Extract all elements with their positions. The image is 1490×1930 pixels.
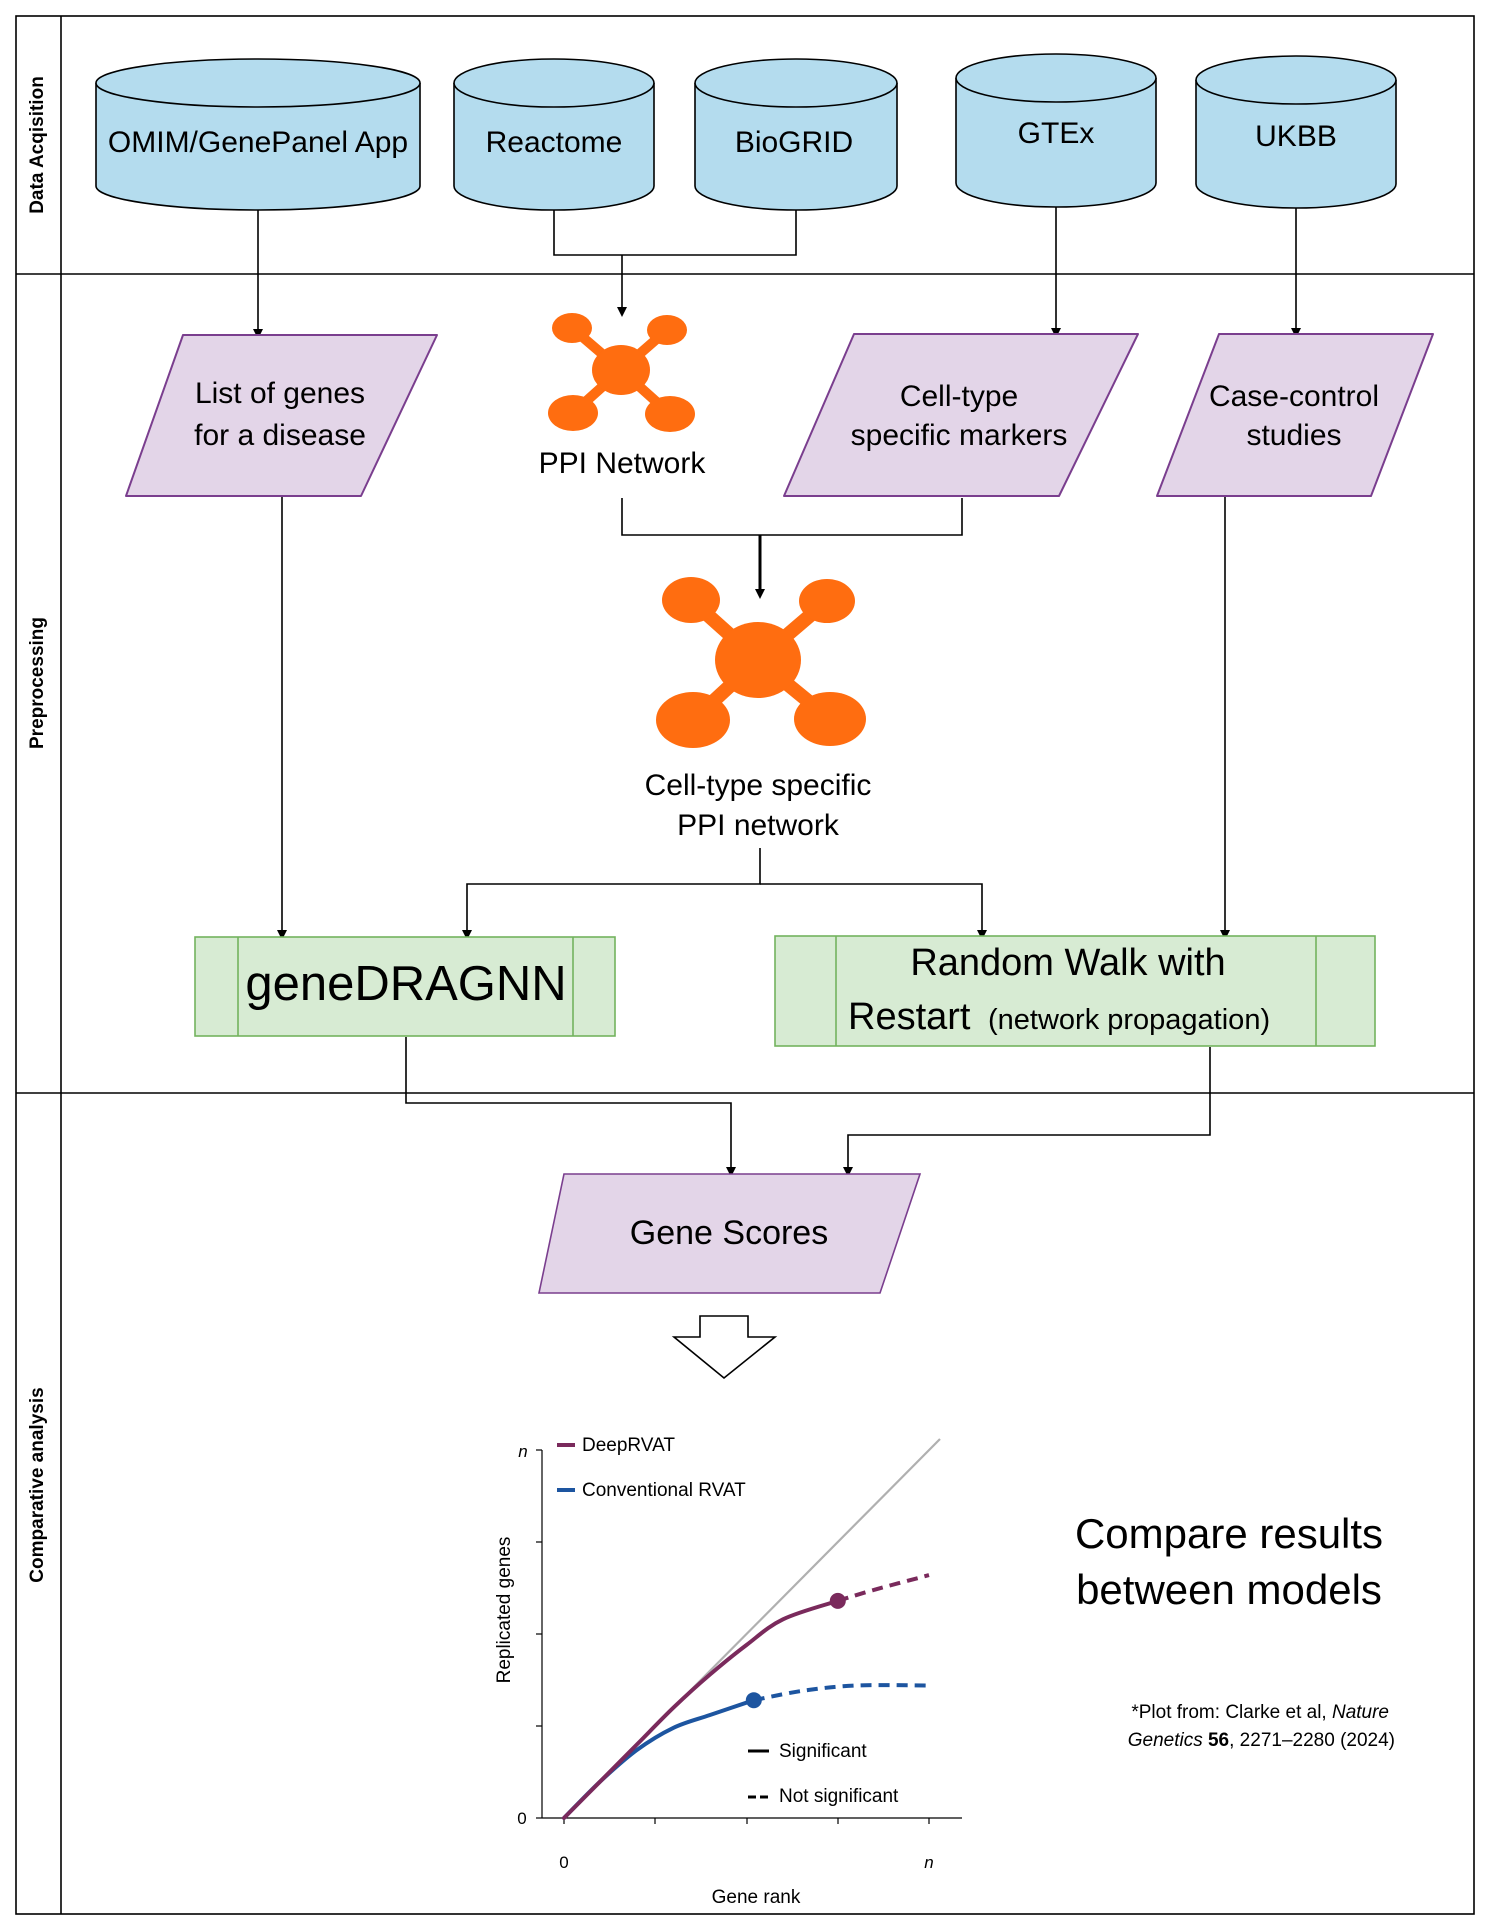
celltype-ppi-network-icon xyxy=(656,577,866,748)
database-omim: OMIM/GenePanel App xyxy=(95,58,421,211)
ppi-network-icon xyxy=(548,313,695,432)
database-biogrid-label: BioGRID xyxy=(735,126,853,159)
connector-ppi-markers xyxy=(621,498,963,536)
process-rwr-line1: Random Walk with xyxy=(910,942,1225,984)
database-ukbb: UKBB xyxy=(1195,55,1397,209)
citation-prefix: *Plot from: Clarke et al, xyxy=(1131,1702,1326,1723)
x-tick-zero: 0 xyxy=(559,1853,568,1872)
legend-conventional: Conventional RVAT xyxy=(582,1480,746,1501)
input-genes-line1: List of genes xyxy=(195,377,365,410)
input-celltype-line1: Cell-type xyxy=(900,380,1018,413)
series-deeprvat-not-significant xyxy=(837,1573,930,1603)
arrow-rwr-to-scores xyxy=(843,1047,1211,1177)
input-casecontrol: Case-control studies xyxy=(1156,333,1434,497)
process-rwr-line2-main: Restart xyxy=(848,996,971,1038)
citation-rest: , 2271–2280 (2024) xyxy=(1229,1730,1395,1751)
input-casecontrol-line2: studies xyxy=(1246,419,1341,452)
y-tick-top: n xyxy=(518,1442,527,1461)
chart-axes xyxy=(536,1449,962,1824)
process-genedragnn-label: geneDRAGNN xyxy=(245,957,566,1011)
connector-celltype-to-rwr xyxy=(760,883,987,940)
compare-results-line1: Compare results xyxy=(1075,1510,1383,1557)
database-biogrid: BioGRID xyxy=(694,58,898,211)
citation-journal1: Nature xyxy=(1332,1702,1389,1723)
citation-line2: Genetics 56, 2271–2280 (2024) xyxy=(1128,1730,1395,1751)
input-genes-line2: for a disease xyxy=(194,419,366,452)
connectors xyxy=(253,207,1301,1177)
series-conventional-rvat-threshold-point xyxy=(745,1692,762,1709)
database-gtex-label: GTEx xyxy=(1018,117,1095,150)
database-omim-label: OMIM/GenePanel App xyxy=(108,126,408,159)
celltype-ppi-label-line1: Cell-type specific xyxy=(645,769,872,802)
y-tick-zero: 0 xyxy=(517,1809,526,1828)
legend-significant: Significant xyxy=(779,1741,867,1762)
output-gene-scores-label: Gene Scores xyxy=(630,1214,828,1252)
lane-label-preprocessing: Preprocessing xyxy=(27,617,48,749)
chart-area: n 0 0 n Gene rank Replicated genes DeepR… xyxy=(494,1435,962,1908)
lane-frames xyxy=(15,15,1475,1915)
process-random-walk: Random Walk with Restart (network propag… xyxy=(774,935,1376,1047)
citation-volume: 56 xyxy=(1208,1730,1229,1751)
series-conventional-rvat-significant xyxy=(562,1698,756,1820)
process-rwr-line2-sub: (network propagation) xyxy=(988,1004,1270,1036)
x-tick-end: n xyxy=(924,1853,933,1872)
arrow-genedragnn-to-scores xyxy=(405,1037,736,1177)
database-reactome: Reactome xyxy=(453,58,655,211)
chart-legend: DeepRVAT Conventional RVAT Significant N… xyxy=(557,1435,899,1807)
series-conventional-rvat-not-significant xyxy=(753,1683,930,1703)
x-axis-label: Gene rank xyxy=(712,1887,801,1908)
input-celltype-line2: specific markers xyxy=(851,419,1068,452)
process-genedragnn: geneDRAGNN xyxy=(194,936,616,1037)
celltype-ppi-label-line2: PPI network xyxy=(677,809,840,842)
input-celltype-markers: Cell-type specific markers xyxy=(783,333,1139,497)
down-arrow-icon xyxy=(671,1315,778,1380)
compare-results-line2: between models xyxy=(1076,1566,1382,1613)
database-reactome-label: Reactome xyxy=(486,126,623,159)
database-gtex: GTEx xyxy=(955,53,1157,208)
chart-series-group xyxy=(562,1438,941,1820)
lane-label-data-acquisition: Data Acqisition xyxy=(27,76,48,214)
input-genes-list: List of genes for a disease xyxy=(125,334,438,497)
lane-label-comparative-analysis: Comparative analysis xyxy=(27,1387,48,1582)
ppi-network-label: PPI Network xyxy=(539,447,707,480)
citation-line1: *Plot from: Clarke et al, Nature xyxy=(1131,1702,1389,1723)
legend-deeprvat: DeepRVAT xyxy=(582,1435,675,1456)
database-ukbb-label: UKBB xyxy=(1255,120,1337,153)
legend-not-significant: Not significant xyxy=(779,1786,899,1807)
connector-reactome-biogrid xyxy=(553,210,797,256)
y-axis-label: Replicated genes xyxy=(494,1537,515,1684)
connector-celltype-split xyxy=(462,848,761,940)
input-casecontrol-line1: Case-control xyxy=(1209,380,1379,413)
series-deeprvat-threshold-point xyxy=(829,1592,846,1609)
series-deeprvat-significant xyxy=(562,1598,840,1820)
output-gene-scores: Gene Scores xyxy=(538,1173,922,1294)
citation-journal2: Genetics xyxy=(1128,1730,1203,1751)
